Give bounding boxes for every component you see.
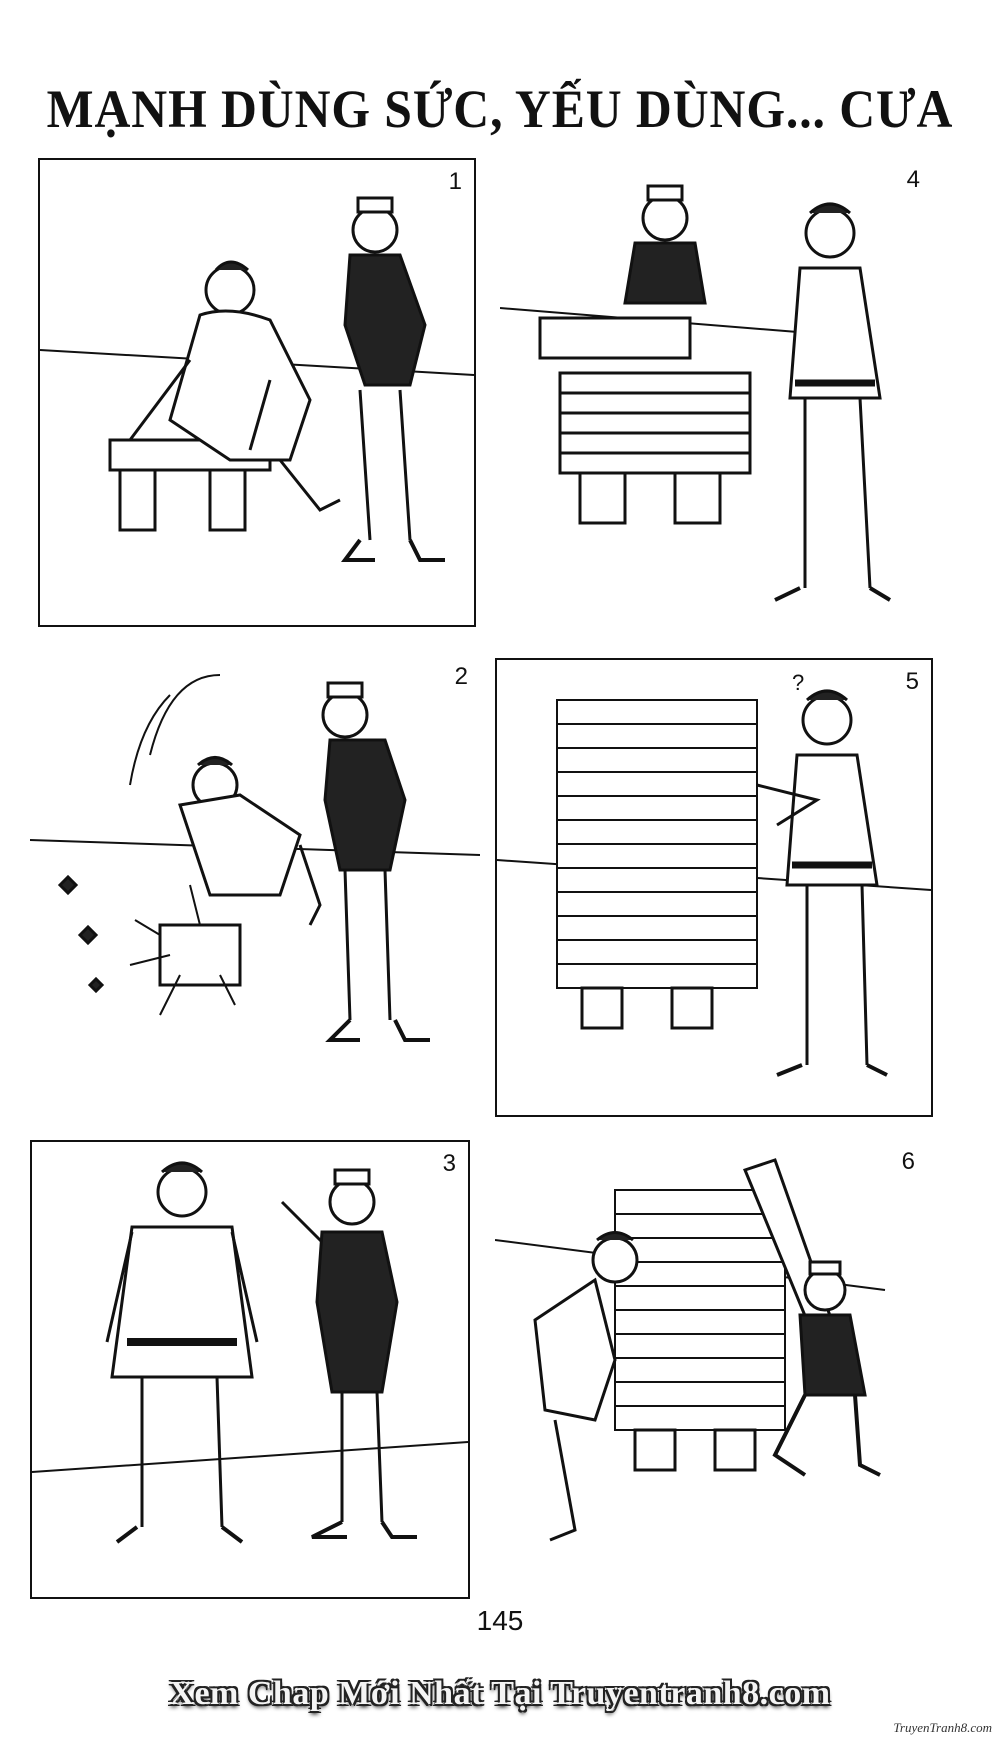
panel-5-illustration: ? xyxy=(497,670,931,1077)
panel-2-illustration xyxy=(30,674,480,1042)
page-number: 145 xyxy=(476,1605,524,1636)
page-title: MẠNH DÙNG SỨC, YẾU DÙNG... CƯA xyxy=(46,79,954,139)
panel-4-illustration xyxy=(500,184,892,602)
comic-panel-6: 6 xyxy=(495,1140,940,1595)
svg-text:?: ? xyxy=(792,670,804,695)
comic-panel-5: 5 ? xyxy=(495,658,933,1117)
site-credit: TruyenTranh8.com xyxy=(893,1720,992,1735)
comic-panel-2: 2 xyxy=(30,655,480,1105)
panel-number: 1 xyxy=(448,168,462,195)
comic-panel-1: 1 xyxy=(38,158,476,627)
panel-number: 4 xyxy=(906,166,920,193)
promo-banner: Xem Chap Mới Nhất Tại Truyentranh8.com xyxy=(169,1675,831,1712)
panel-number: 2 xyxy=(454,663,468,690)
panel-number: 3 xyxy=(442,1150,456,1177)
panel-number: 5 xyxy=(905,668,919,695)
panel-3-illustration xyxy=(32,1161,468,1544)
panel-number: 6 xyxy=(901,1148,915,1175)
comic-panel-4: 4 xyxy=(500,158,940,623)
comic-panel-3: 3 xyxy=(30,1140,470,1599)
panel-6-illustration xyxy=(495,1158,886,1542)
panel-1-illustration xyxy=(40,196,474,562)
